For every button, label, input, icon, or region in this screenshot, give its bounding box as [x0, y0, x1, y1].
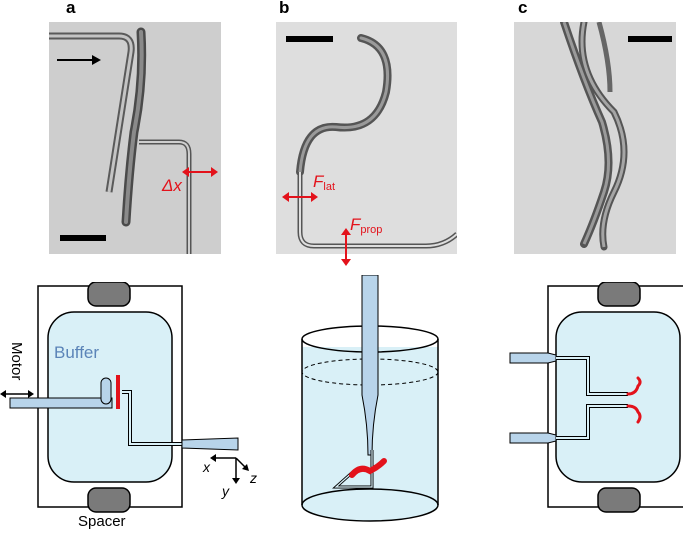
delta-x-arrow	[182, 167, 218, 177]
f-lat-main: F	[313, 172, 324, 191]
micrograph-a	[49, 22, 221, 254]
panel-letter-a: a	[66, 0, 76, 17]
f-lat-label: Flat	[313, 172, 335, 193]
schematic-c	[509, 282, 683, 513]
f-prop-label: Fprop	[350, 215, 382, 236]
schematic-a	[0, 282, 249, 513]
f-prop-arrow	[341, 228, 351, 266]
buffer-label: Buffer	[54, 343, 100, 362]
axis-x-label: x	[203, 459, 210, 475]
panel-letter-b: b	[279, 0, 290, 17]
f-lat-sub: lat	[323, 181, 336, 193]
f-lat-arrow	[282, 192, 318, 202]
axis-z-label: z	[250, 470, 257, 486]
f-prop-main: F	[350, 215, 361, 234]
micrograph-b	[276, 22, 457, 254]
motor-label: Motor	[8, 342, 25, 381]
axis-y-label: y	[222, 483, 229, 499]
schematic-b	[301, 275, 439, 522]
delta-x-label: Δx	[162, 176, 182, 195]
panel-letter-c: c	[518, 0, 528, 17]
micrograph-c	[514, 22, 676, 254]
spacer-label: Spacer	[78, 513, 126, 530]
f-prop-sub: prop	[360, 224, 383, 236]
